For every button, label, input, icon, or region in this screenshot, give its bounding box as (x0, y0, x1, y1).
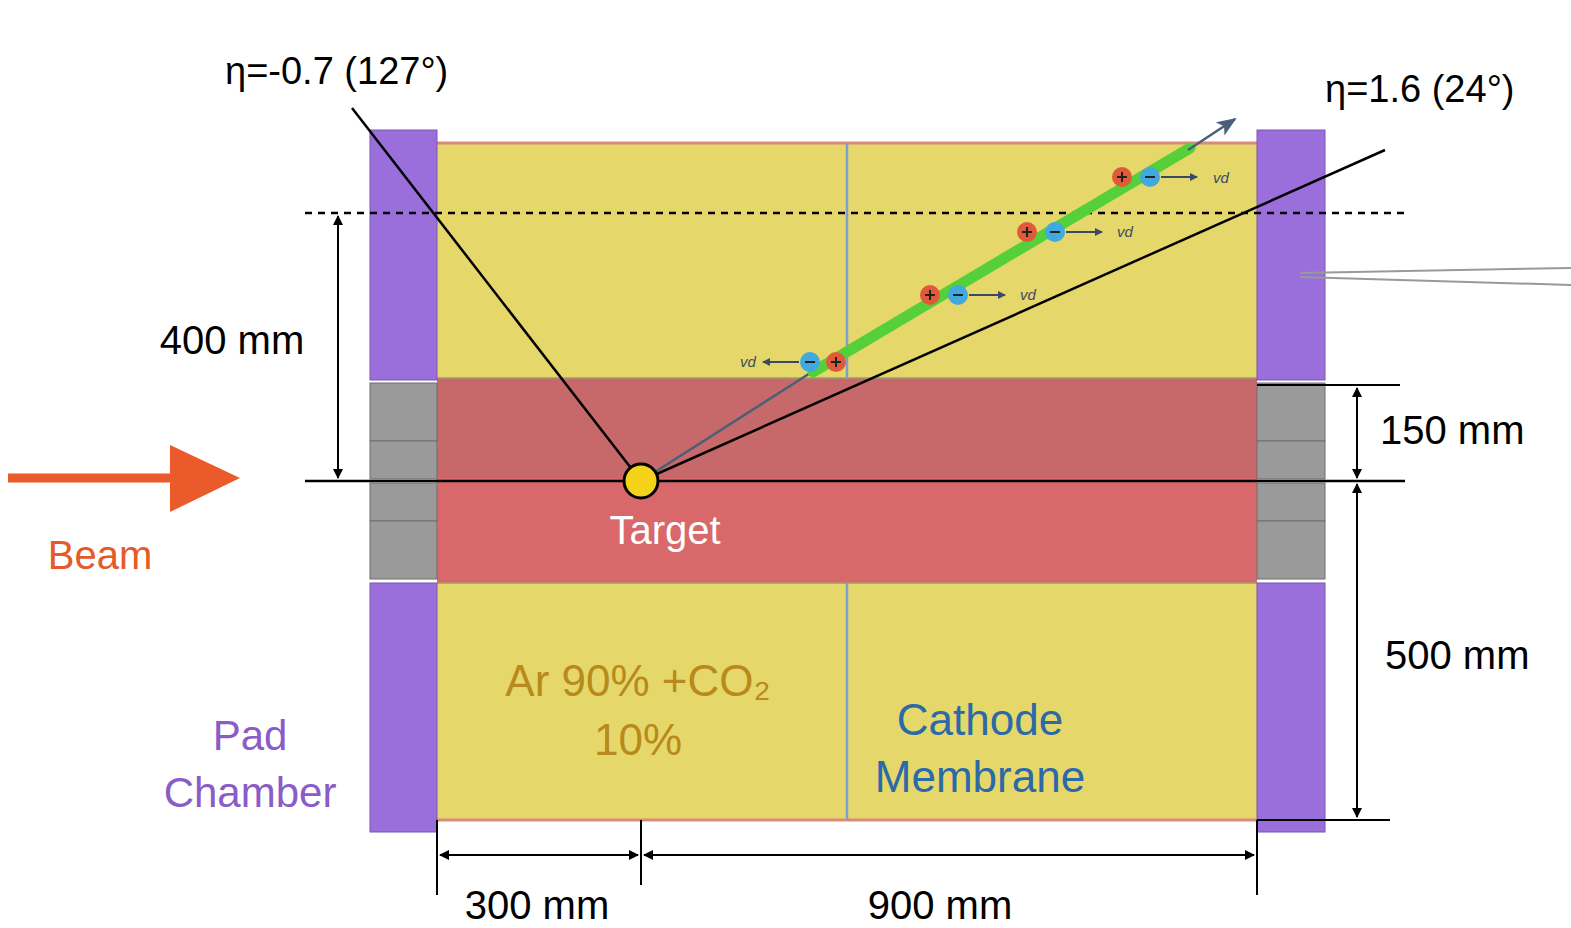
dimension-label: 500 mm (1385, 632, 1530, 678)
drift-velocity: vd (1213, 169, 1229, 186)
beam-label: Beam (48, 532, 153, 578)
dimension-label: 300 mm (465, 882, 610, 928)
node-text: Target (565, 503, 765, 557)
cathode-label: Cathode Membrane (850, 691, 1110, 805)
angle-label: η=1.6 (24°) (1325, 68, 1514, 112)
target-label: Target (565, 503, 765, 557)
angle-label: η=-0.7 (127°) (225, 50, 448, 94)
pad-chamber: Pad Chamber (140, 708, 360, 821)
gas-region: Ar 90% +CO₂ 10% (488, 651, 788, 770)
dimension-label: 900 mm (868, 882, 1013, 928)
node-text: Ar 90% +CO₂ 10% (488, 651, 788, 770)
node-text: Pad Chamber (140, 708, 360, 821)
drift-velocity: vd (740, 353, 756, 370)
dimension-label: 150 mm (1380, 407, 1525, 453)
drift-velocity: vd (1020, 286, 1036, 303)
drift-velocity: vd (1117, 223, 1133, 240)
dimension-label: 400 mm (160, 317, 305, 363)
